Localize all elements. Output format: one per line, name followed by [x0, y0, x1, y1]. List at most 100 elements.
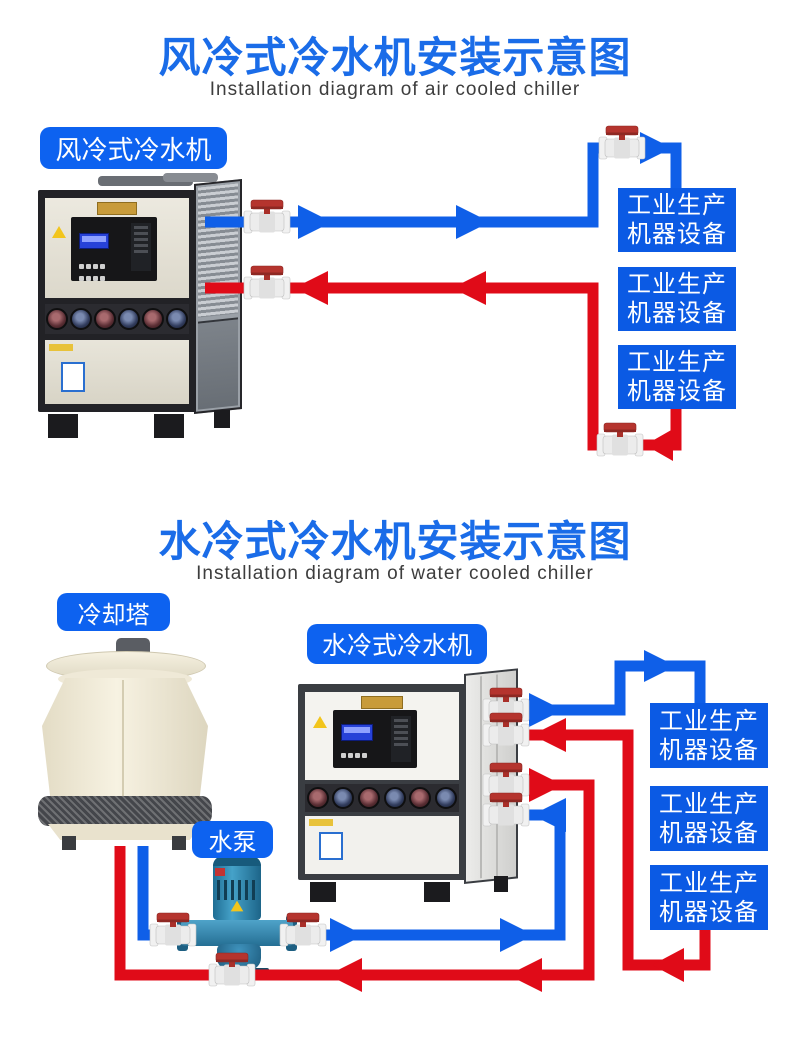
pressure-gauge-icon [306, 787, 329, 809]
tower-fan-grille [38, 796, 212, 826]
control-buttons [78, 257, 126, 275]
tower-motor-cap [116, 638, 150, 654]
flow-arrow-icon [294, 271, 328, 305]
control-panel [71, 217, 157, 281]
chiller-leg [424, 882, 450, 902]
spec-sticker [61, 362, 85, 392]
chiller-leg [48, 414, 78, 438]
tower-leg [172, 836, 186, 850]
tower-leg [62, 836, 76, 850]
warning-icon [313, 716, 327, 728]
pressure-gauge-icon [70, 308, 92, 330]
pump-motor-vents [217, 880, 257, 900]
ball-valve-icon [482, 712, 530, 747]
cooling-tower-label: 冷却塔 [57, 593, 170, 631]
brand-logo [97, 202, 137, 215]
warning-icon [52, 226, 66, 238]
flow-arrow-icon [532, 798, 566, 832]
chiller-top-pipe-decoration [163, 173, 218, 182]
equipment-box: 工业生产 机器设备 [650, 865, 768, 930]
ball-valve-icon [279, 912, 327, 947]
chiller-lower-door [45, 340, 189, 404]
chiller-upper-panel [45, 198, 189, 298]
brand-logo [361, 696, 403, 709]
pressure-gauge-icon [166, 308, 188, 330]
tower-basin [48, 824, 202, 840]
ball-valve-icon [598, 125, 646, 160]
chiller-front-face [38, 190, 196, 412]
flow-arrow-icon [644, 650, 676, 682]
ball-valve-icon [482, 762, 530, 797]
equipment-box-line: 机器设备 [627, 378, 727, 405]
chiller-top-pipe-decoration [98, 176, 193, 186]
chiller-leg [154, 414, 184, 438]
equipment-box: 工业生产 机器设备 [650, 786, 768, 851]
flow-arrow-icon [652, 948, 684, 982]
equipment-box-line: 机器设备 [659, 736, 759, 764]
equipment-box-line: 工业生产 [659, 869, 759, 897]
ball-valve-icon [149, 912, 197, 947]
equipment-box: 工业生产 机器设备 [618, 345, 736, 409]
air-return-pipe [205, 282, 682, 451]
equipment-box-line: 工业生产 [627, 192, 727, 219]
pressure-gauge-icon [332, 787, 355, 809]
water-cooled-chiller-image [298, 668, 518, 906]
equipment-box: 工业生产 机器设备 [618, 188, 736, 252]
chiller-front-face [298, 684, 466, 880]
flow-arrow-icon [640, 132, 672, 164]
tower-seam [122, 680, 124, 796]
pressure-gauge-icon [409, 787, 432, 809]
flow-arrow-icon [508, 958, 542, 992]
gauge-strip [305, 784, 459, 812]
flow-arrow-icon [529, 693, 563, 727]
indicator-column [391, 716, 411, 762]
chiller-leg [494, 876, 508, 892]
flow-arrow-icon [328, 958, 362, 992]
pump-body [181, 920, 293, 946]
control-panel [333, 710, 417, 768]
equipment-box-line: 工业生产 [659, 707, 759, 735]
pressure-gauge-icon [383, 787, 406, 809]
flow-arrow-icon [532, 718, 566, 752]
equipment-box-line: 工业生产 [627, 271, 727, 298]
ball-valve-icon [208, 952, 256, 987]
pump-to-chiller-pipe [288, 809, 566, 941]
ball-valve-icon [243, 265, 291, 300]
spec-sticker [319, 832, 343, 860]
ball-valve-icon [243, 199, 291, 234]
label-sticker [309, 819, 333, 826]
equipment-box-line: 工业生产 [659, 790, 759, 818]
chiller-leg [310, 882, 336, 902]
water-chiller-label: 水冷式冷水机 [307, 624, 487, 664]
pressure-gauge-icon [358, 787, 381, 809]
equipment-box-line: 机器设备 [627, 221, 727, 248]
flow-arrow-icon [500, 918, 534, 952]
lcd-display [341, 724, 373, 741]
pressure-gauge-icon [435, 787, 458, 809]
pump-motor-cap [213, 856, 261, 866]
flow-arrow-icon [529, 768, 563, 802]
pressure-gauge-icon [46, 308, 68, 330]
lcd-display [79, 233, 109, 249]
equipment-box: 工业生产 机器设备 [618, 267, 736, 331]
equipment-box: 工业生产 机器设备 [650, 703, 768, 768]
water-section-title: 水冷式冷水机安装示意图 [158, 518, 632, 565]
equipment-box-line: 机器设备 [627, 300, 727, 327]
cooling-tower-image [32, 638, 217, 853]
label-sticker [49, 344, 73, 351]
warning-icon [230, 900, 244, 912]
pressure-gauge-icon [142, 308, 164, 330]
pressure-gauge-icon [118, 308, 140, 330]
flow-arrow-icon [645, 429, 673, 461]
indicator-column [131, 223, 151, 271]
equipment-box-line: 工业生产 [627, 349, 727, 376]
chiller-lower-door [305, 816, 459, 874]
pump-motor [213, 856, 261, 920]
flow-arrow-icon [452, 271, 486, 305]
pump-label: 水泵 [192, 821, 273, 858]
equipment-box-line: 机器设备 [659, 819, 759, 847]
ball-valve-icon [482, 792, 530, 827]
equipment-box-line: 机器设备 [659, 898, 759, 926]
